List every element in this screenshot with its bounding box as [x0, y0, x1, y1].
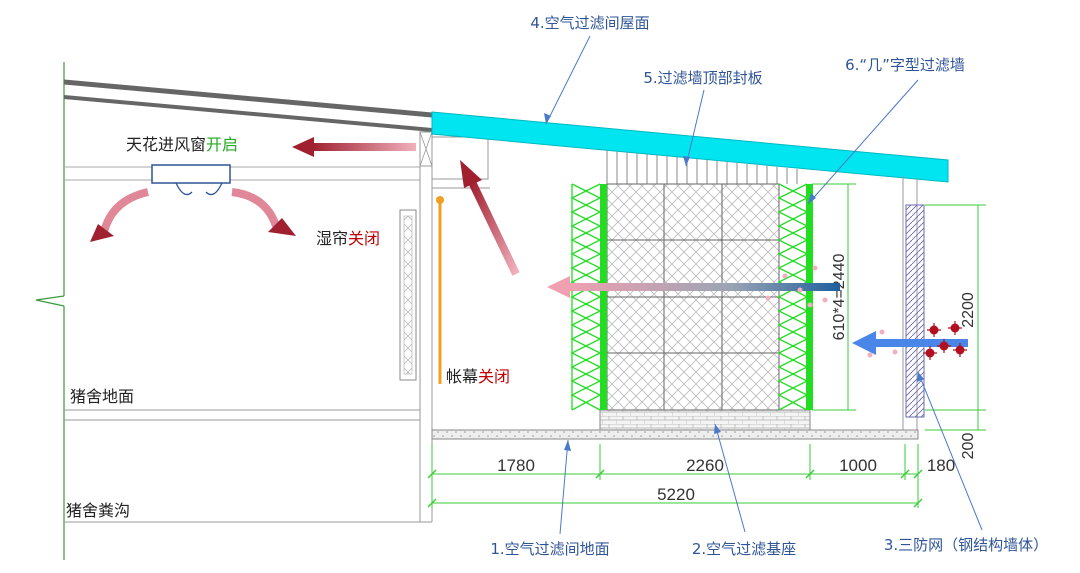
curtain-top-dot	[436, 196, 444, 204]
label-top-board: 5.过滤墙顶部封板	[643, 69, 762, 87]
airflow	[90, 137, 968, 360]
label-manure-ditch: 猪舍粪沟	[66, 501, 130, 520]
filter-frame-right	[806, 184, 813, 410]
filter-pleats-left	[570, 183, 602, 411]
dim-1780: 1780	[497, 456, 535, 475]
label-roof: 4.空气过滤间屋面	[530, 14, 649, 32]
vent-flap-icon	[175, 182, 223, 196]
roof-box	[431, 136, 489, 180]
dust-particles	[765, 265, 898, 358]
leader-arrowheads	[544, 113, 924, 451]
up-arrow-shaft	[468, 180, 520, 276]
inlet-arrow-head	[292, 137, 314, 157]
top-board-posts	[606, 150, 798, 184]
ceiling-inlet-vent	[151, 164, 231, 184]
filtration-room	[431, 111, 949, 440]
intake-arrow-head	[852, 331, 876, 355]
label-ceiling-inlet: 天花进风窗开启	[126, 135, 238, 154]
filtration-floor	[431, 429, 919, 440]
label-house-floor: 猪舍地面	[70, 387, 134, 406]
curtain-text: 帐幕	[446, 367, 478, 386]
house-roof-top	[63, 79, 433, 118]
label-filter-wall: 6.“几”字型过滤墙	[845, 56, 965, 74]
curtain-state: 关闭	[478, 367, 510, 386]
up-arrow-head	[460, 160, 482, 188]
dim-2260: 2260	[686, 456, 724, 475]
label-wet-curtain: 湿帘关闭	[316, 229, 380, 248]
virus-spikes	[923, 321, 967, 360]
house-roof-bottom	[63, 95, 433, 132]
filter-base	[599, 409, 811, 431]
ceiling-inlet-state: 开启	[206, 135, 238, 154]
curve-arrow-left	[100, 188, 149, 234]
curve-arrow-right	[231, 188, 280, 228]
ceiling-inlet-text: 天花进风窗	[126, 135, 206, 154]
dim-base-height: 200	[960, 433, 977, 460]
dim-net-height: 2200	[960, 292, 977, 328]
curve-arrow-left-head	[90, 224, 114, 242]
wet-curtain-text: 湿帘	[316, 229, 348, 248]
intake-arrow-shaft	[874, 339, 968, 347]
break-mark	[35, 295, 65, 307]
curve-arrow-right-head	[268, 218, 296, 236]
wet-curtain-state: 关闭	[348, 229, 380, 248]
main-airflow-shaft	[568, 283, 840, 291]
filter-frame-left	[600, 184, 607, 410]
dim-180: 180	[927, 456, 955, 475]
three-proof-net	[905, 204, 925, 418]
dimension-lines	[431, 183, 986, 508]
dim-filter-height: 610*4=2440	[831, 254, 848, 341]
label-curtain: 帐幕关闭	[446, 367, 510, 386]
inlet-arrow-shaft	[312, 143, 416, 151]
filter-pleats-right	[777, 183, 809, 411]
label-base: 2.空气过滤基座	[692, 540, 796, 558]
pig-house	[35, 62, 490, 560]
main-airflow-head	[547, 276, 570, 298]
leader-lines	[545, 35, 983, 535]
dim-1000: 1000	[839, 456, 877, 475]
label-net: 3.三防网（钢结构墙体）	[884, 536, 1048, 554]
label-floor: 1.空气过滤间地面	[490, 540, 609, 558]
dim-5220: 5220	[657, 485, 695, 504]
dimension-ticks	[427, 469, 923, 508]
